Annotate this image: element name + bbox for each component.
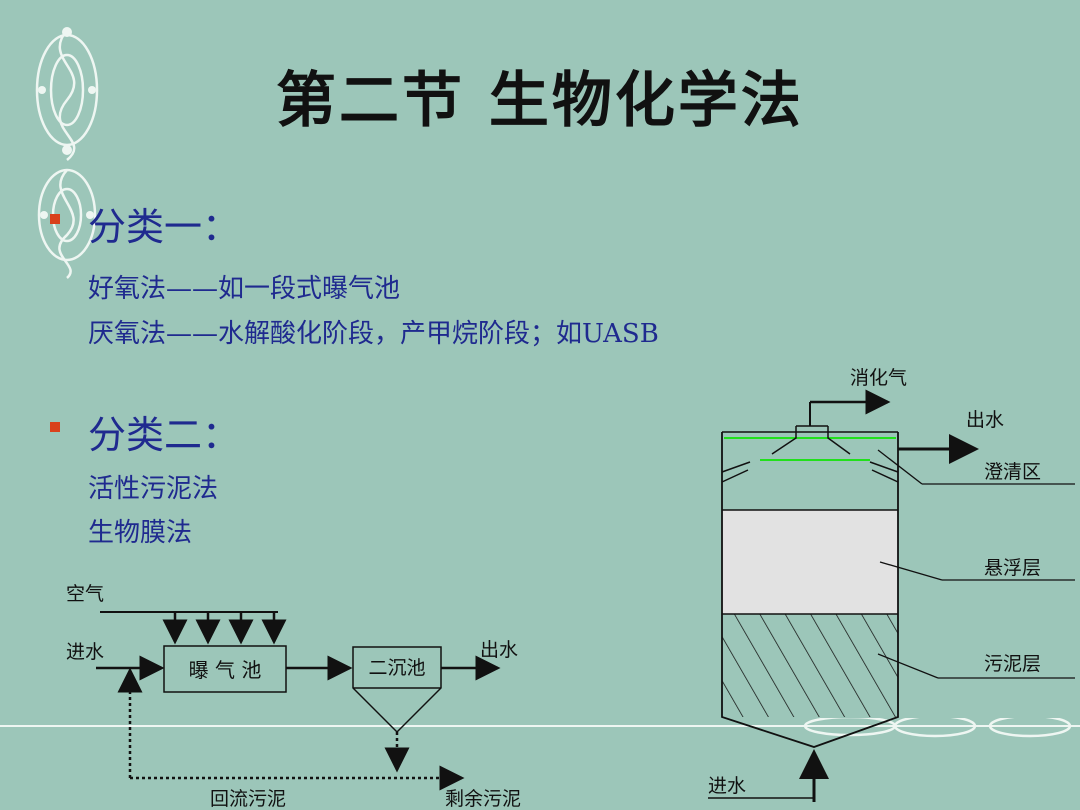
bullet-square-icon [50,214,60,224]
section1-line: 厌氧法——水解酸化阶段，产甲烷阶段；如UASB [88,319,659,349]
uasb-inflow-label: 进水 [708,775,746,797]
suspension-layer-zone [722,510,898,614]
section2-line: 生物膜法 [88,518,193,548]
inflow-label: 进水 [66,641,104,663]
return-sludge-label: 回流污泥 [210,788,286,810]
suspension-layer-label: 悬浮层 [984,557,1041,579]
uasb-outflow-label: 出水 [966,409,1004,431]
clarification-zone-label: 澄清区 [984,461,1041,483]
section1-line: 好氧法——如一段式曝气池 [88,274,401,304]
uasb-reactor-diagram: 消化气 出水 澄清区 悬浮层 污泥层 进水 [708,367,1075,802]
settling-tank-label: 二沉池 [368,657,425,679]
gas-hood-shape [771,426,851,455]
page-title: 第二节 生物化学法 [276,66,804,136]
bullet-square-icon [50,422,60,432]
section1-heading: 分类一： [88,205,241,249]
section2-heading: 分类二： [88,413,241,457]
sludge-layer-zone [722,614,898,717]
air-label: 空气 [66,583,104,605]
activated-sludge-process-diagram: 空气 进水 曝 气 池 二沉池 出水 回流污泥 剩余污泥 [66,583,521,810]
settling-tank-shape [352,646,442,734]
excess-sludge-label: 剩余污泥 [445,788,521,810]
gas-label: 消化气 [850,367,907,389]
reactor-wall-shape [721,432,899,748]
section2-line: 活性污泥法 [88,474,219,504]
aeration-tank-label: 曝 气 池 [189,658,262,682]
divider-line-decoration [0,718,1080,738]
outflow-label: 出水 [480,639,518,661]
sludge-layer-label: 污泥层 [984,653,1041,675]
